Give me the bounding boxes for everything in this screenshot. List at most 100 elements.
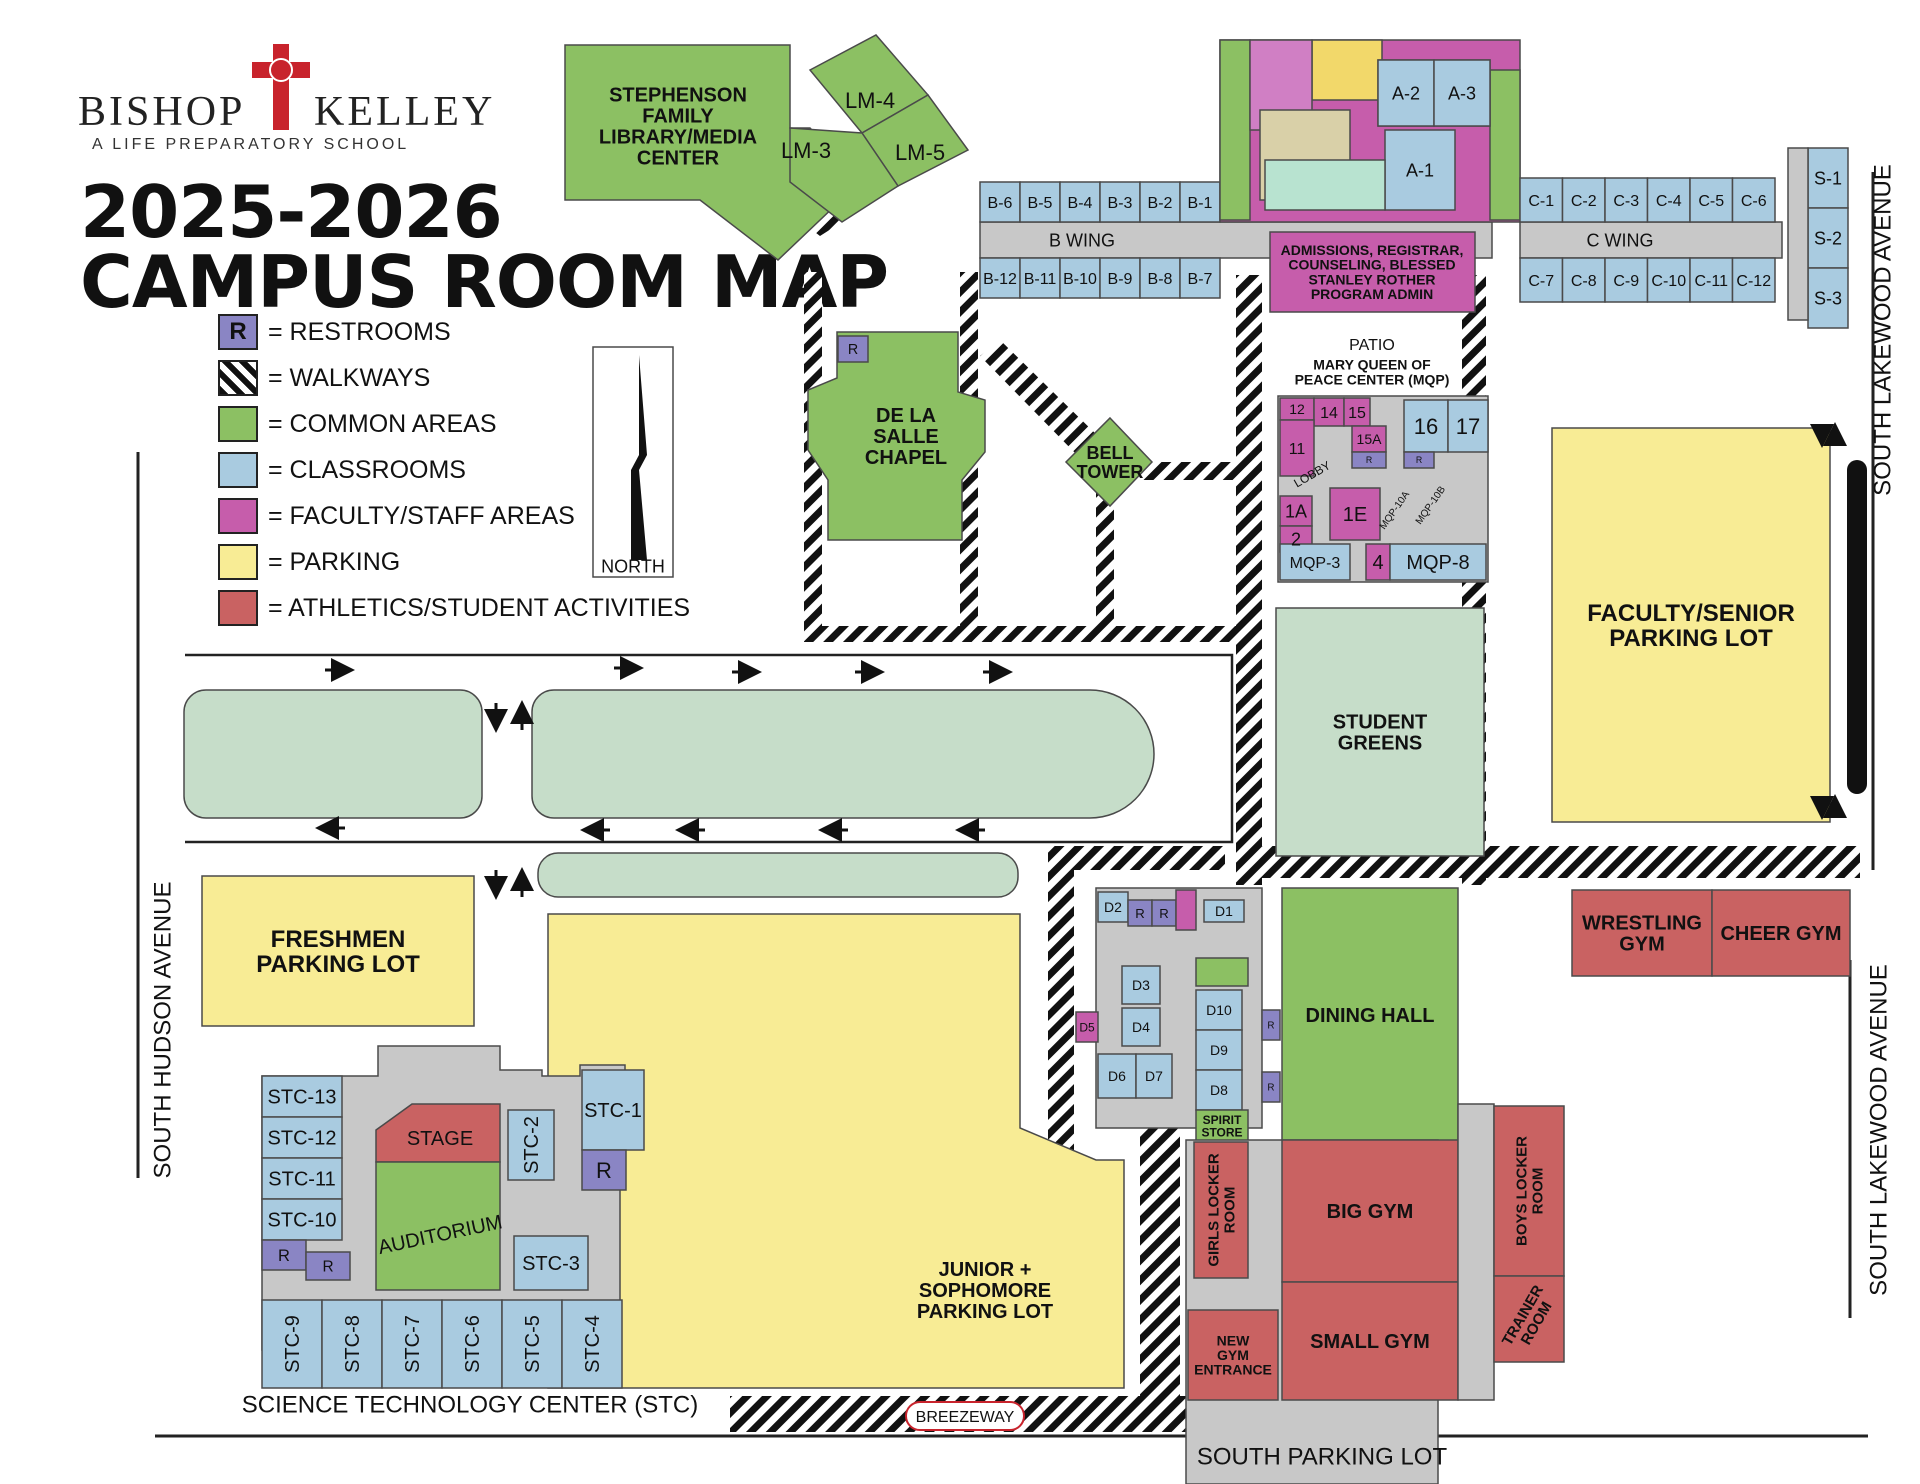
room-B-12-label: B-12 (983, 271, 1017, 288)
room-B-6-label: B-6 (988, 195, 1013, 212)
d-wing-restroom-3 (1261, 1009, 1281, 1041)
green-island-1 (183, 689, 483, 819)
legend-label: = PARKING (268, 547, 401, 576)
room-B-9-label: B-9 (1108, 271, 1133, 288)
wrestling-gym (1571, 889, 1713, 977)
d-wing-restroom-2 (1151, 899, 1177, 927)
boys-locker-room (1493, 1105, 1565, 1277)
green-island-2 (531, 689, 1155, 819)
room-C-4-label: C-4 (1656, 193, 1682, 210)
room-B-5-label: B-5 (1028, 195, 1053, 212)
restroom-label: R (278, 1247, 290, 1265)
room-D9-label: D9 (1210, 1042, 1228, 1058)
stc-restroom-3 (581, 1149, 627, 1191)
c-wing-label: C WING (1587, 230, 1654, 250)
street-label-east-upper: SOUTH LAKEWOOD AVENUE (1870, 164, 1897, 496)
mqp-restroom-1 (1351, 451, 1387, 469)
student-greens (1275, 607, 1485, 857)
walkway-chapel (980, 340, 1102, 456)
room-B-8-label: B-8 (1148, 271, 1173, 288)
walkway (1236, 275, 1262, 885)
room-14 (1313, 397, 1345, 427)
stc-label: SCIENCE TECHNOLOGY CENTER (STC) (242, 1392, 699, 1419)
legend-item-restrooms: R= RESTROOMS (218, 312, 451, 352)
d-wing-restroom-4 (1261, 1071, 1281, 1103)
girls-locker-room (1193, 1141, 1249, 1279)
big-gym (1281, 1139, 1459, 1283)
room-C-10-label: C-10 (1651, 273, 1686, 290)
north-label: NORTH (601, 556, 665, 576)
chapel (807, 331, 986, 541)
legend-swatch-restrooms: R (218, 314, 258, 350)
legend-swatch-walkways (218, 360, 258, 396)
restroom-label: R (1416, 455, 1422, 465)
legend-label: = ATHLETICS/STUDENT ACTIVITIES (268, 593, 691, 622)
room-D10-label: D10 (1206, 1002, 1232, 1018)
room-lm4-label: LM-4 (845, 88, 895, 113)
room-STC-3 (513, 1235, 589, 1291)
walkway (1096, 468, 1114, 640)
restroom-label: R (1267, 1021, 1274, 1032)
small-gym-label: SMALL GYM (1310, 1331, 1430, 1353)
breezeway-badge (905, 1401, 1025, 1431)
room-STC-1 (581, 1069, 645, 1151)
room-STC-2 (507, 1109, 555, 1181)
room-D6-label: D6 (1108, 1068, 1126, 1084)
room-C-3-label: C-3 (1613, 193, 1639, 210)
room-C-8 (1561, 257, 1606, 303)
room-C-2-label: C-2 (1571, 193, 1597, 210)
room-lm3 (789, 127, 900, 223)
legend-swatch-parking (218, 544, 258, 580)
room-D2-label: D2 (1104, 899, 1122, 915)
room-lm3-label: LM-3 (781, 138, 831, 163)
room-17 (1447, 399, 1489, 453)
room-C-8-label: C-8 (1571, 273, 1597, 290)
room-14-label: 14 (1320, 405, 1338, 422)
freshmen-parking-lot (201, 875, 475, 1027)
room-C-7 (1519, 257, 1564, 303)
room-D10 (1195, 989, 1243, 1031)
room-C-9 (1604, 257, 1649, 303)
room-D3-label: D3 (1132, 977, 1150, 993)
room-MQP-8 (1389, 543, 1487, 581)
green-island-3 (537, 852, 1019, 898)
restroom-label: R (1366, 455, 1372, 465)
trainer-room (1493, 1275, 1565, 1363)
room-MQP-8-label: MQP-8 (1406, 552, 1469, 574)
room-D1 (1203, 899, 1245, 923)
room-B-3-label: B-3 (1108, 195, 1133, 212)
junior-sophomore-parking-lot (547, 913, 1125, 1389)
room-STC-6-label: STC-6 (462, 1315, 484, 1373)
room-STC-3-label: STC-3 (522, 1253, 580, 1275)
room-lm5-label: LM-5 (895, 140, 945, 165)
room-B-7 (1179, 257, 1221, 299)
room-C-11-label: C-11 (1695, 273, 1729, 290)
room-B-4-label: B-4 (1068, 195, 1093, 212)
c-wing-hall (1519, 221, 1783, 259)
room-B-1-label: B-1 (1188, 195, 1213, 212)
map-title-year: 2025-2026 (80, 170, 503, 254)
room-11 (1279, 419, 1315, 477)
room-A-3 (1433, 59, 1491, 127)
restroom-label: R (1159, 906, 1169, 921)
collaborative-area (1264, 159, 1386, 211)
auditorium (375, 1161, 501, 1291)
room-C-6 (1731, 177, 1776, 223)
room-B-11 (1019, 257, 1061, 299)
patio-label: PATIO (1349, 337, 1395, 354)
cheer-gym (1711, 889, 1851, 977)
room-D6 (1097, 1053, 1137, 1099)
walkway (1048, 846, 1074, 1166)
room-C-12 (1731, 257, 1776, 303)
room-STC-7-label: STC-7 (402, 1315, 424, 1373)
room-A-2 (1377, 59, 1435, 127)
room-4-label: 4 (1372, 552, 1383, 574)
room-STC-8 (321, 1299, 383, 1389)
legend-item-athletics: = ATHLETICS/STUDENT ACTIVITIES (218, 588, 690, 628)
room-B-3 (1099, 181, 1141, 223)
bell-tower (1064, 416, 1154, 508)
